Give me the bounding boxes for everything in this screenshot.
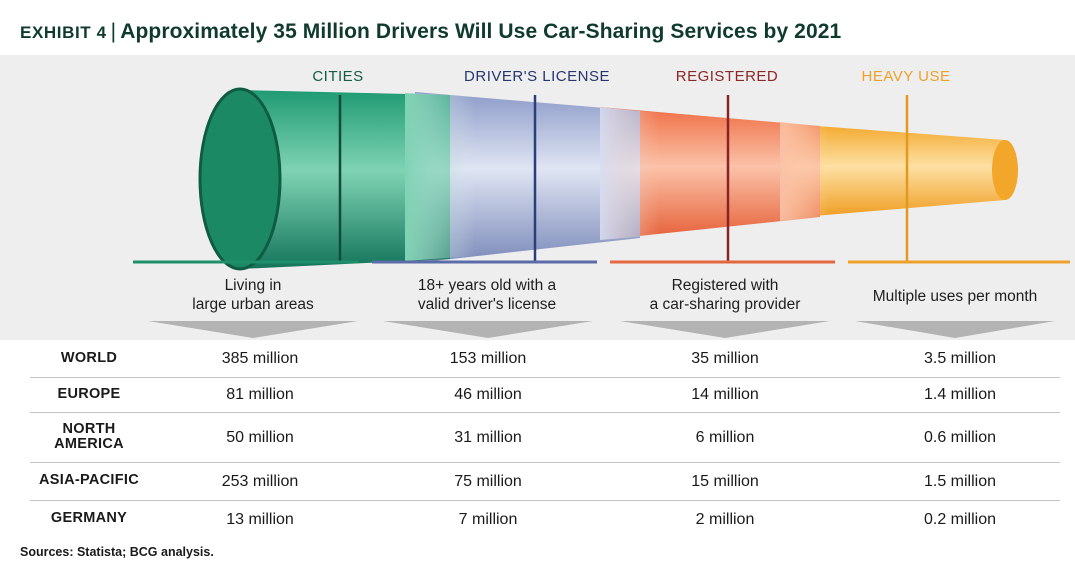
exhibit-label: EXHIBIT 4 (20, 23, 107, 42)
cell-germany-drivers-license: 7 million (458, 511, 518, 528)
cell-asia-pacific-heavy-use: 1.5 million (923, 473, 997, 490)
region-label-north-america: NORTH AMERICA (30, 422, 148, 452)
region-label-line: ASIA-PACIFIC (39, 472, 139, 488)
cell-north-america-cities: 50 million (226, 429, 294, 446)
stage-label-heavy-use: HEAVY USE (862, 68, 951, 85)
stage-label-group: CITIES DRIVER'S LICENSE REGISTERED HEAVY… (312, 68, 950, 85)
cities-arrow (148, 321, 358, 338)
region-label-asia-pacific: ASIA-PACIFIC (30, 473, 148, 488)
registered-description: Registered with a car-sharing provider (615, 276, 835, 314)
registered-description-line-2: a car-sharing provider (649, 296, 801, 313)
funnel-graphic: CITIES DRIVER'S LICENSE REGISTERED HEAVY… (133, 68, 1070, 338)
cell-germany-cities: 13 million (226, 511, 294, 528)
heavy-use-arrow (855, 321, 1055, 338)
region-label-line: GERMANY (50, 510, 128, 526)
heavy-use-description-line-1: Multiple uses per month (872, 288, 1038, 305)
funnel-segment-cities (240, 90, 450, 269)
cell-germany-registered: 2 million (695, 511, 755, 528)
table-row-germany: GERMANY 13 million 7 million 2 million 0… (30, 501, 1060, 537)
cell-asia-pacific-registered: 15 million (691, 473, 759, 490)
region-label-line: NORTH (62, 421, 116, 437)
table-row-asia-pacific: ASIA-PACIFIC 253 million 75 million 15 m… (30, 463, 1060, 501)
stage-label-drivers-license: DRIVER'S LICENSE (464, 68, 610, 85)
drivers-license-description: 18+ years old with a valid driver's lice… (377, 276, 597, 314)
cell-world-cities: 385 million (221, 350, 299, 367)
stage-markers (338, 95, 909, 262)
region-label-germany: GERMANY (30, 511, 148, 526)
stage-label-cities: CITIES (312, 68, 363, 85)
cell-north-america-heavy-use: 0.6 million (923, 429, 997, 446)
cell-north-america-registered: 6 million (695, 429, 755, 446)
cities-description-line-2: large urban areas (192, 296, 314, 313)
funnel-mouth (198, 87, 282, 271)
funnel-fade-cities (405, 93, 475, 261)
funnel-fade-registered (780, 122, 830, 221)
cell-north-america-drivers-license: 31 million (454, 429, 522, 446)
cell-germany-heavy-use: 0.2 million (923, 511, 997, 528)
cell-world-drivers-license: 153 million (449, 350, 527, 367)
funnel-fade-drivers-license (600, 107, 660, 240)
table-row-north-america: NORTH AMERICA 50 million 31 million 6 mi… (30, 413, 1060, 463)
funnel-body (198, 87, 1018, 271)
chart-title: Approximately 35 Million Drivers Will Us… (120, 20, 842, 43)
cell-europe-cities: 81 million (226, 386, 294, 403)
exhibit-title: EXHIBIT 4|Approximately 35 Million Drive… (20, 20, 841, 44)
cell-world-heavy-use: 3.5 million (923, 350, 997, 367)
drivers-license-arrow (383, 321, 593, 338)
table-row-europe: EUROPE 81 million 46 million 14 million … (30, 378, 1060, 413)
funnel-panel: CITIES DRIVER'S LICENSE REGISTERED HEAVY… (0, 55, 1075, 340)
cell-asia-pacific-drivers-license: 75 million (454, 473, 522, 490)
registered-arrow (620, 321, 830, 338)
registered-description-line-1: Registered with (671, 277, 779, 294)
cell-world-registered: 35 million (691, 350, 759, 367)
cell-europe-heavy-use: 1.4 million (923, 386, 997, 403)
heavy-use-description: Multiple uses per month (845, 287, 1065, 306)
drivers-license-description-line-1: 18+ years old with a (417, 277, 557, 294)
stage-label-registered: REGISTERED (676, 68, 779, 85)
stage-arrows (148, 321, 1055, 338)
region-label-line: WORLD (60, 350, 118, 366)
funnel-tip (992, 140, 1018, 200)
table-row-world: WORLD 385 million 153 million 35 million… (30, 340, 1060, 378)
drivers-license-description-line-2: valid driver's license (417, 296, 557, 313)
region-label-line: EUROPE (57, 386, 121, 402)
source-note: Sources: Statista; BCG analysis. (20, 545, 214, 559)
title-separator: | (110, 20, 117, 43)
cell-asia-pacific-cities: 253 million (221, 473, 299, 490)
region-label-world: WORLD (30, 351, 148, 366)
funnel-segment-heavy-use (790, 124, 1005, 218)
region-label-europe: EUROPE (30, 387, 148, 402)
cell-europe-drivers-license: 46 million (454, 386, 522, 403)
cell-europe-registered: 14 million (691, 386, 759, 403)
cities-description-line-1: Living in (224, 277, 282, 294)
cities-description: Living in large urban areas (143, 276, 363, 314)
region-label-line: AMERICA (54, 436, 124, 452)
